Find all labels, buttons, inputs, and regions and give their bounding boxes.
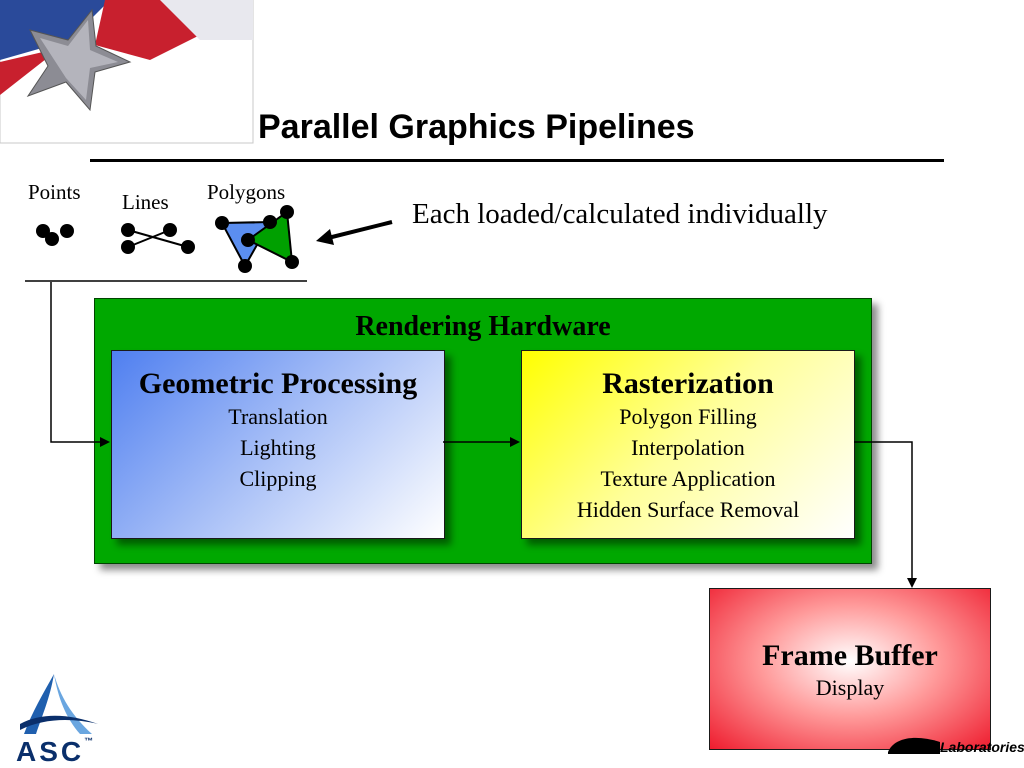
lines-icon	[121, 223, 195, 254]
title-divider	[90, 159, 944, 162]
laboratories-logo-icon	[888, 737, 940, 754]
rasterization-item: Hidden Surface Removal	[576, 497, 800, 522]
geometric-item: Lighting	[240, 435, 316, 460]
frame-buffer-title: Frame Buffer	[762, 639, 938, 672]
laboratories-logo-text: Laboratories	[940, 739, 1024, 755]
frame-buffer-subtitle: Display	[815, 675, 885, 700]
geometric-item: Translation	[228, 404, 328, 429]
primitives-illustration	[25, 205, 393, 282]
asc-logo-icon	[20, 674, 98, 734]
rendering-hardware-box: Rendering Hardware Geometric Processing …	[94, 298, 872, 564]
rasterization-box: Rasterization Polygon Filling Interpolat…	[521, 350, 855, 539]
points-label: Points	[28, 180, 81, 204]
trademark-mark: ™	[84, 736, 97, 746]
frame-buffer-box: Frame Buffer Display	[709, 588, 991, 750]
geometric-processing-title: Geometric Processing	[138, 367, 418, 400]
asc-text: ASC	[16, 736, 85, 767]
rasterization-item: Texture Application	[600, 466, 776, 491]
rasterization-title: Rasterization	[602, 367, 774, 400]
polygons-icon	[215, 205, 299, 273]
points-icon	[36, 224, 74, 246]
note-text: Each loaded/calculated individually	[412, 198, 828, 230]
flag-star-logo-icon	[0, 0, 254, 144]
rasterization-item: Polygon Filling	[619, 404, 757, 429]
rendering-hardware-title: Rendering Hardware	[355, 311, 611, 342]
arrowhead-icon	[907, 578, 917, 588]
polygons-label: Polygons	[207, 180, 286, 204]
geometric-processing-box: Geometric Processing Translation Lightin…	[111, 350, 445, 539]
geometric-item: Clipping	[239, 466, 317, 491]
lines-label: Lines	[122, 190, 169, 214]
slide-title: Parallel Graphics Pipelines	[258, 108, 695, 146]
asc-logo-text: ASC™	[16, 736, 96, 768]
rasterization-item: Interpolation	[631, 435, 745, 460]
left-arrow-icon	[316, 220, 393, 245]
